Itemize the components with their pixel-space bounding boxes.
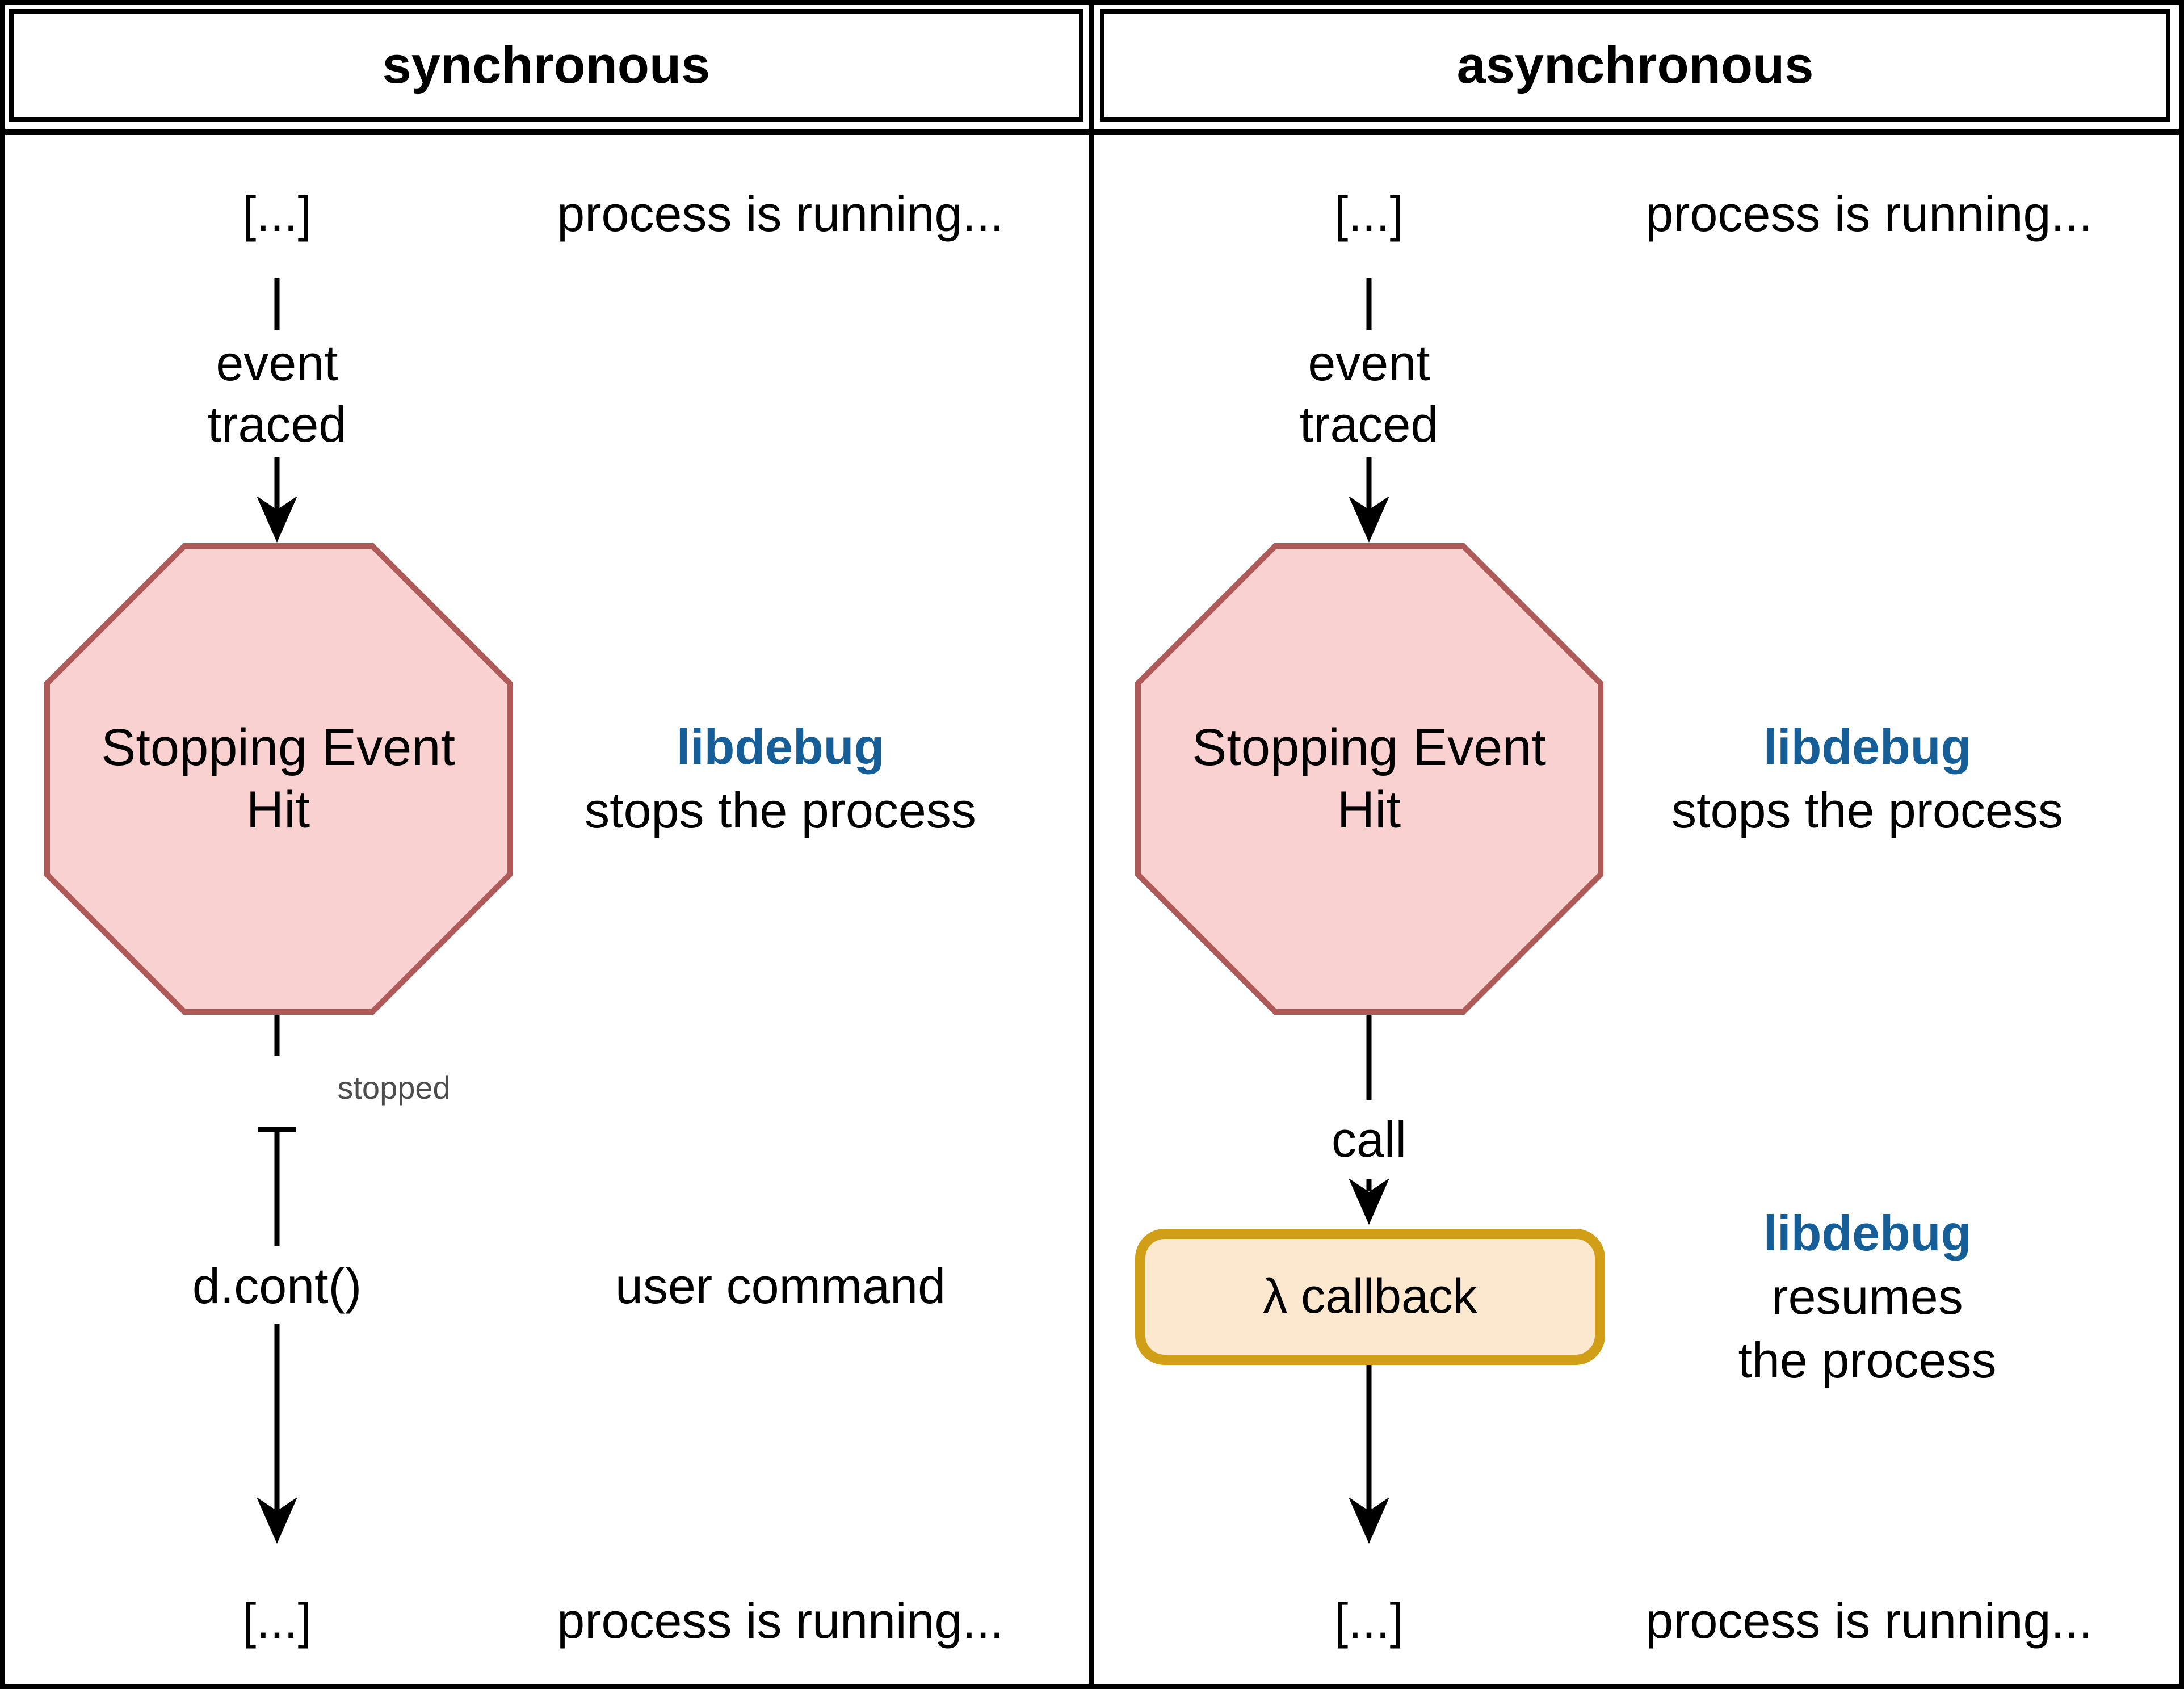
sync-stop-note-brand: libdebug [676,719,885,775]
async-stop-note-text: stops the process [1671,782,2063,838]
async-bottom-status: process is running... [1645,1593,2093,1649]
sync-command-label: d.cont() [192,1258,362,1314]
lambda-callback-label: λ callback [1263,1269,1477,1324]
async-top-status: process is running... [1645,186,2093,242]
sync-arrowhead-into-octagon [257,496,297,543]
async-octagon-label: Stopping Event Hit [1192,716,1546,841]
async-callback-note: libdebug resumes the process [1738,1201,1997,1392]
async-event-traced-label: event traced [1300,333,1439,455]
lambda-callback-node [1135,1229,1605,1365]
sync-event-traced-label: event traced [208,333,347,455]
sync-top-marker: [...] [242,186,312,242]
sync-event-traced-line1: event [216,335,338,391]
async-callback-note-line2: the process [1738,1332,1997,1388]
async-bottom-marker: [...] [1334,1593,1404,1649]
sync-arrowhead-into-running [257,1497,297,1544]
sync-stop-note: libdebug stops the process [585,715,976,842]
header-separator [5,129,2179,135]
async-callback-note-brand: libdebug [1763,1205,1972,1261]
sync-top-status: process is running... [557,186,1004,242]
panel-divider [1089,0,1094,1689]
sync-event-traced-line2: traced [207,396,347,452]
async-arrowhead-into-running [1349,1497,1389,1544]
sync-octagon-label: Stopping Event Hit [101,716,455,841]
sync-octagon-line2: Hit [246,781,310,839]
sync-title-label: synchronous [382,36,711,94]
async-callback-note-line1: resumes [1771,1268,1963,1325]
async-stopping-event-octagon [1135,543,1603,1015]
sync-command-note: user command [615,1258,946,1314]
async-panel-title: asynchronous [1100,9,2170,122]
async-call-label: call [1331,1111,1407,1167]
sync-stopped-label: stopped [337,1070,451,1106]
sync-bottom-status: process is running... [557,1593,1004,1649]
async-stop-note: libdebug stops the process [1671,715,2063,842]
sync-octagon-line1: Stopping Event [100,719,456,776]
async-title-label: asynchronous [1456,36,1814,94]
async-top-marker: [...] [1334,186,1404,242]
async-octagon-line1: Stopping Event [1191,719,1547,776]
sync-stopping-event-octagon [44,543,513,1015]
async-stop-note-brand: libdebug [1763,719,1972,775]
async-arrowhead-into-callback [1349,1178,1389,1225]
sync-stop-note-text: stops the process [585,782,976,838]
async-event-traced-line1: event [1308,335,1430,391]
sync-bottom-marker: [...] [242,1593,312,1649]
async-event-traced-line2: traced [1299,396,1439,452]
async-octagon-line2: Hit [1337,781,1401,839]
async-arrowhead-into-octagon [1349,496,1389,543]
sync-panel-title: synchronous [9,9,1083,122]
